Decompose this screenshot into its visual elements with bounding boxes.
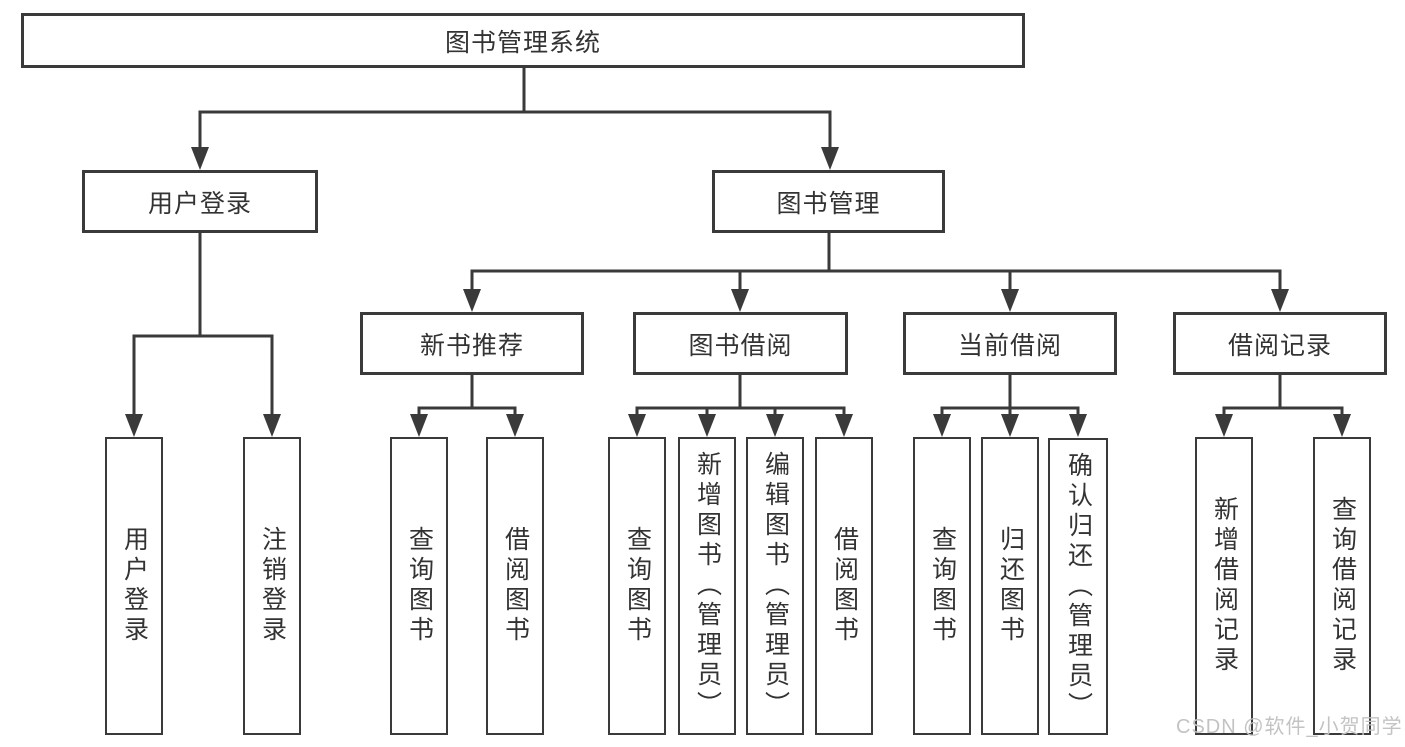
arrow-down-icon bbox=[766, 414, 784, 437]
connector-book-borrow-to-leaves bbox=[628, 375, 853, 437]
connector-user-login-to-leaves bbox=[125, 233, 281, 437]
leaf-bb-edit-book-label: 编辑图书（管理员） bbox=[761, 451, 790, 721]
leaf-cb-confirm-return: 确认归还（管理员） bbox=[1048, 438, 1108, 735]
leaf-bb-borrow-book: 借阅图书 bbox=[815, 437, 873, 735]
connector-root-to-level2 bbox=[191, 66, 839, 170]
arrow-down-icon bbox=[835, 414, 853, 437]
leaf-nb-query-book: 查询图书 bbox=[390, 437, 448, 735]
arrow-down-icon bbox=[263, 414, 281, 437]
node-current-borrow: 当前借阅 bbox=[903, 312, 1117, 375]
arrow-down-icon bbox=[1069, 414, 1087, 437]
arrow-down-icon bbox=[506, 414, 524, 437]
arrow-down-icon bbox=[1271, 289, 1289, 312]
arrow-down-icon bbox=[1001, 289, 1019, 312]
node-book-borrow-label: 图书借阅 bbox=[688, 331, 793, 360]
arrow-down-icon bbox=[191, 147, 209, 170]
node-book-mgmt-label: 图书管理 bbox=[776, 189, 881, 218]
leaf-br-query-record: 查询借阅记录 bbox=[1313, 437, 1371, 735]
arrow-down-icon bbox=[1333, 414, 1351, 437]
leaf-cb-query-book: 查询图书 bbox=[913, 437, 971, 735]
node-user-login: 用户登录 bbox=[82, 170, 318, 233]
leaf-cb-query-book-label: 查询图书 bbox=[928, 526, 957, 646]
leaf-user-login-label: 用户登录 bbox=[120, 526, 149, 646]
arrow-down-icon bbox=[463, 289, 481, 312]
leaf-bb-add-book: 新增图书（管理员） bbox=[678, 437, 736, 735]
leaf-logout-label: 注销登录 bbox=[258, 526, 287, 646]
node-user-login-label: 用户登录 bbox=[147, 189, 252, 218]
arrow-down-icon bbox=[731, 289, 749, 312]
arrow-down-icon bbox=[1215, 414, 1233, 437]
leaf-bb-edit-book: 编辑图书（管理员） bbox=[746, 437, 804, 735]
leaf-br-add-record-label: 新增借阅记录 bbox=[1210, 496, 1239, 676]
leaf-nb-borrow-book-label: 借阅图书 bbox=[501, 526, 530, 646]
leaf-bb-add-book-label: 新增图书（管理员） bbox=[693, 451, 722, 721]
csdn-watermark: CSDN @软件_小贺同学 bbox=[1176, 716, 1403, 738]
node-borrow-record: 借阅记录 bbox=[1173, 312, 1387, 375]
node-new-book-rec: 新书推荐 bbox=[360, 312, 584, 375]
node-root-label: 图书管理系统 bbox=[444, 28, 601, 57]
leaf-nb-borrow-book: 借阅图书 bbox=[486, 437, 544, 735]
arrow-down-icon bbox=[410, 414, 428, 437]
arrow-down-icon bbox=[698, 414, 716, 437]
node-root: 图书管理系统 bbox=[21, 13, 1025, 68]
leaf-cb-return-book-label: 归还图书 bbox=[996, 526, 1025, 646]
connector-current-borrow-to-leaves bbox=[933, 375, 1087, 437]
node-borrow-record-label: 借阅记录 bbox=[1227, 331, 1332, 360]
connector-book-mgmt-to-level3 bbox=[463, 233, 1289, 312]
leaf-br-add-record: 新增借阅记录 bbox=[1195, 437, 1253, 735]
leaf-cb-return-book: 归还图书 bbox=[981, 437, 1039, 735]
connector-new-book-rec-to-leaves bbox=[410, 375, 524, 437]
leaf-br-query-record-label: 查询借阅记录 bbox=[1328, 496, 1357, 676]
arrow-down-icon bbox=[125, 414, 143, 437]
arrow-down-icon bbox=[628, 414, 646, 437]
node-new-book-rec-label: 新书推荐 bbox=[419, 331, 524, 360]
node-book-mgmt: 图书管理 bbox=[712, 170, 945, 233]
arrow-down-icon bbox=[821, 147, 839, 170]
connector-borrow-record-to-leaves bbox=[1215, 375, 1351, 437]
arrow-down-icon bbox=[1001, 414, 1019, 437]
arrow-down-icon bbox=[933, 414, 951, 437]
leaf-bb-query-book-label: 查询图书 bbox=[623, 526, 652, 646]
leaf-user-login: 用户登录 bbox=[105, 437, 163, 735]
leaf-bb-query-book: 查询图书 bbox=[608, 437, 666, 735]
node-book-borrow: 图书借阅 bbox=[633, 312, 848, 375]
leaf-logout: 注销登录 bbox=[243, 437, 301, 735]
leaf-bb-borrow-book-label: 借阅图书 bbox=[830, 526, 859, 646]
node-current-borrow-label: 当前借阅 bbox=[957, 331, 1062, 360]
leaf-nb-query-book-label: 查询图书 bbox=[405, 526, 434, 646]
leaf-cb-confirm-return-label: 确认归还（管理员） bbox=[1064, 451, 1093, 722]
